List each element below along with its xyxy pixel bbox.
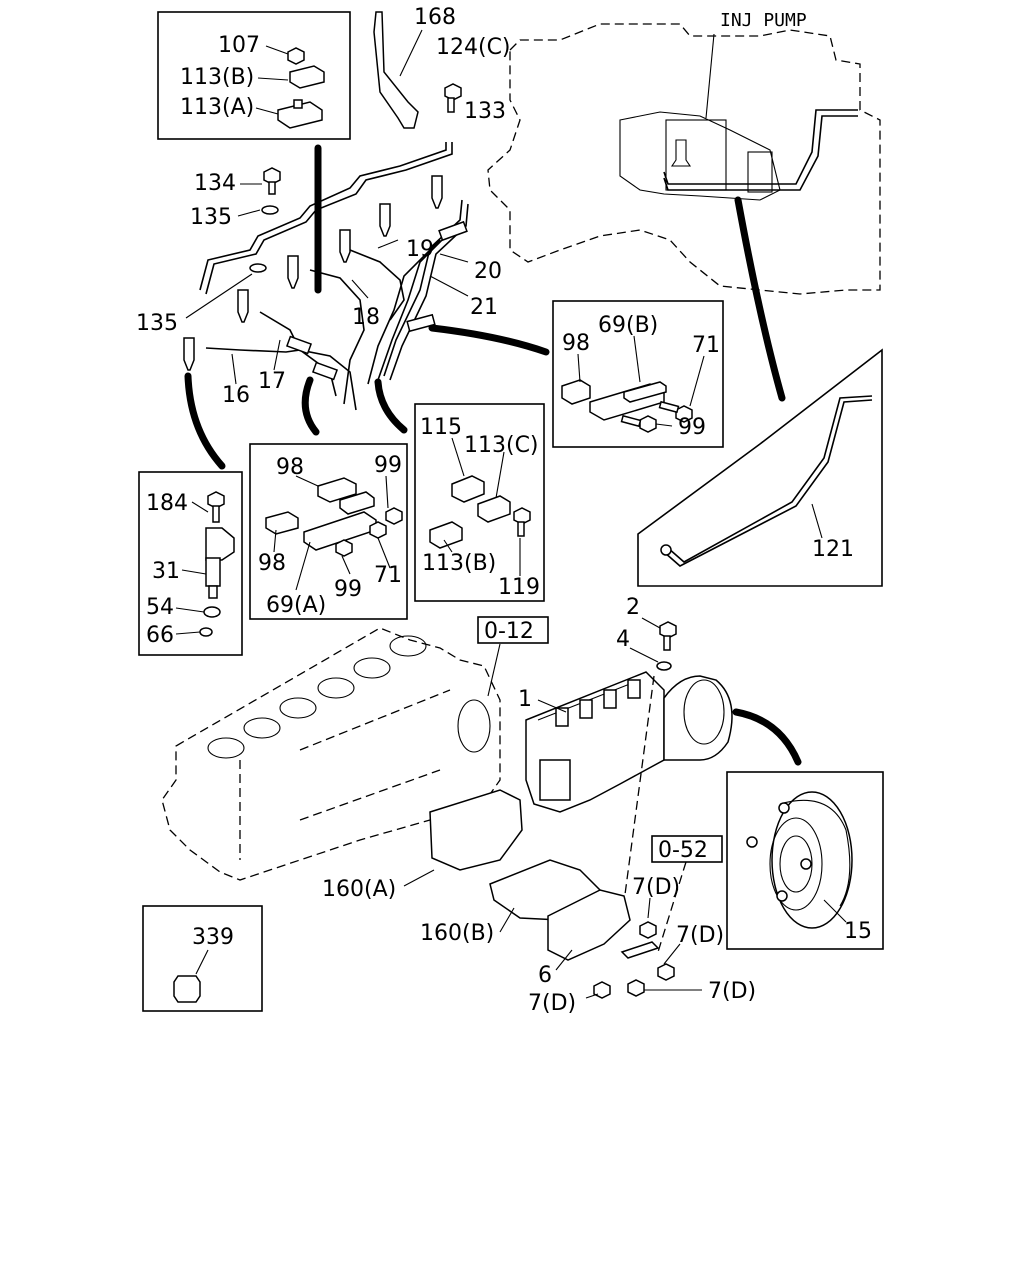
callout-98-box69a-bottom: 98: [258, 551, 286, 576]
inset-plate-69b: [552, 300, 724, 448]
callout-19: 19: [406, 237, 434, 262]
callout-4: 4: [616, 627, 630, 652]
ref-box-052: [651, 835, 723, 863]
callout-160b: 160(B): [420, 921, 494, 946]
callout-arcs: [184, 144, 802, 766]
callout-17: 17: [258, 369, 286, 394]
inset-collar-339: [142, 905, 263, 1012]
callout-107: 107: [218, 33, 260, 58]
callout-113c: 113(C): [464, 433, 539, 458]
callout-168: 168: [414, 5, 456, 30]
callout-99-box69a-bottom: 99: [334, 577, 362, 602]
callout-7d-right: 7(D): [676, 923, 724, 948]
callout-15: 15: [844, 919, 872, 944]
callout-7d-lower-left: 7(D): [528, 991, 576, 1016]
callout-7d-lower-right: 7(D): [708, 979, 756, 1004]
inj-pump-locator: [487, 23, 881, 295]
callout-16: 16: [222, 383, 250, 408]
callout-69b: 69(B): [598, 313, 658, 338]
callout-69a: 69(A): [266, 593, 326, 618]
callout-99-box69a-top: 99: [374, 453, 402, 478]
inj-pump-header-label: INJ PUMP: [720, 10, 807, 31]
callout-184: 184: [146, 491, 188, 516]
callout-54: 54: [146, 595, 174, 620]
callout-2: 2: [626, 595, 640, 620]
inset-plate-69a: [249, 443, 408, 620]
callout-160a: 160(A): [322, 877, 396, 902]
callout-66: 66: [146, 623, 174, 648]
callout-135-upper: 135: [190, 205, 232, 230]
ref-label-052: 0-52: [658, 838, 708, 863]
callout-71-box69a: 71: [374, 563, 402, 588]
injection-pump: [525, 617, 733, 903]
callout-121: 121: [812, 537, 854, 562]
inset-pipe-121: [637, 348, 883, 587]
inset-injector-31: [138, 471, 243, 656]
ref-box-012: [477, 616, 549, 644]
part-labels: INJ PUMP 0-12 0-52 107 113(B) 113(A) 168…: [136, 5, 872, 1016]
callout-18: 18: [352, 305, 380, 330]
callout-98-box69b: 98: [562, 331, 590, 356]
callout-71-box69b: 71: [692, 333, 720, 358]
callout-339: 339: [192, 925, 234, 950]
callout-1: 1: [518, 687, 532, 712]
callout-7d-upper: 7(D): [632, 875, 680, 900]
callout-115: 115: [420, 415, 462, 440]
injection-lines-assembly: [183, 11, 469, 411]
callout-133: 133: [464, 99, 506, 124]
callout-21: 21: [470, 295, 498, 320]
callout-31: 31: [152, 559, 180, 584]
callout-124c: 124(C): [436, 35, 511, 60]
callout-6: 6: [538, 963, 552, 988]
inset-clamps-113: [414, 403, 545, 602]
callout-99-box69b: 99: [678, 415, 706, 440]
callout-20: 20: [474, 259, 502, 284]
callout-135-lower: 135: [136, 311, 178, 336]
callout-113a-top: 113(A): [180, 95, 254, 120]
inset-coupling-15: [726, 771, 884, 950]
callout-113b-top: 113(B): [180, 65, 254, 90]
callout-113b-mid: 113(B): [422, 551, 496, 576]
injector-nozzles: [183, 175, 443, 371]
inset-clamp-parts: [157, 11, 351, 140]
callout-134: 134: [194, 171, 236, 196]
ref-label-012: 0-12: [484, 619, 534, 644]
callout-98-box69a-top: 98: [276, 455, 304, 480]
callout-119: 119: [498, 575, 540, 600]
pump-brackets: [403, 789, 702, 999]
